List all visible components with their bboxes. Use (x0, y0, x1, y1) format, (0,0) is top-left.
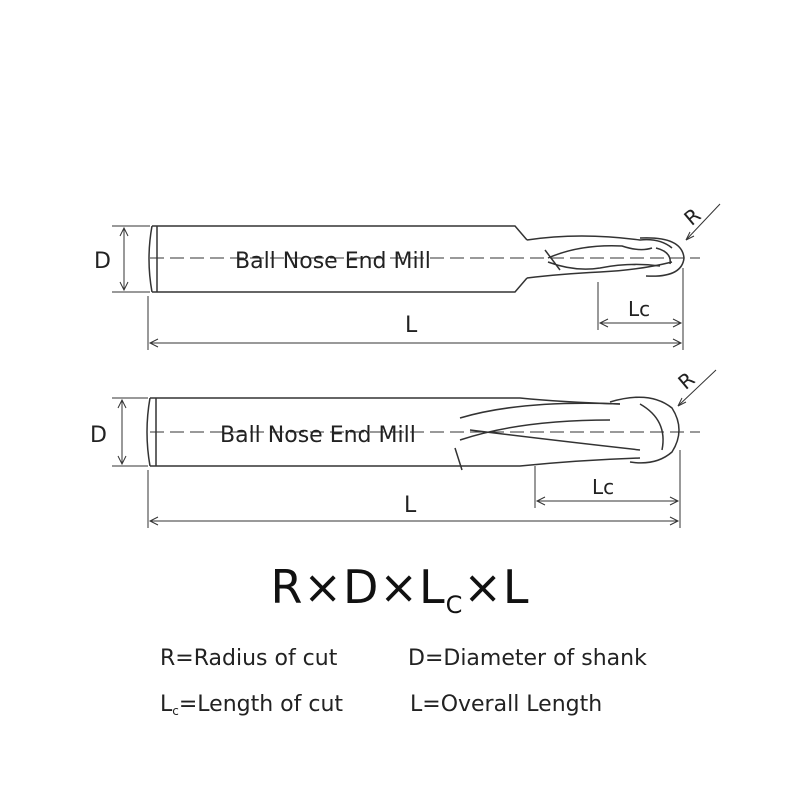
bottom-dimensions (112, 369, 717, 528)
bottom-lc-label: Lc (592, 475, 614, 499)
legend-overall-length: L=Overall Length (410, 692, 603, 717)
legend-diameter: D=Diameter of shank (408, 646, 647, 671)
bottom-end-mill (146, 396, 700, 471)
top-l-label: L (405, 313, 418, 338)
top-r-label: R (679, 203, 705, 230)
bottom-r-label: R (673, 367, 699, 394)
formula-subscript: C (445, 591, 464, 619)
formula-part1: R×D×L (270, 560, 446, 614)
end-mill-diagram: Ball Nose End Mill D L Lc R Ball Nose En… (90, 203, 721, 528)
bottom-tool-label: Ball Nose End Mill (220, 423, 416, 448)
top-d-label: D (94, 249, 111, 274)
top-lc-label: Lc (628, 297, 650, 321)
bottom-l-label: L (404, 493, 417, 518)
legend-lc-rest: =Length of cut (178, 692, 344, 717)
legend-radius: R=Radius of cut (160, 646, 338, 671)
bottom-d-label: D (90, 423, 107, 448)
formula-part2: ×L (463, 560, 530, 614)
top-end-mill (148, 225, 700, 293)
top-tool-label: Ball Nose End Mill (235, 249, 431, 274)
size-formula: R×D×LC×L (0, 560, 800, 619)
top-dimensions (112, 203, 721, 350)
legend-length-of-cut: Lc=Length of cut (160, 692, 343, 718)
legend-lc-main: L (160, 692, 173, 717)
legend-lc-sub: c (172, 704, 179, 718)
